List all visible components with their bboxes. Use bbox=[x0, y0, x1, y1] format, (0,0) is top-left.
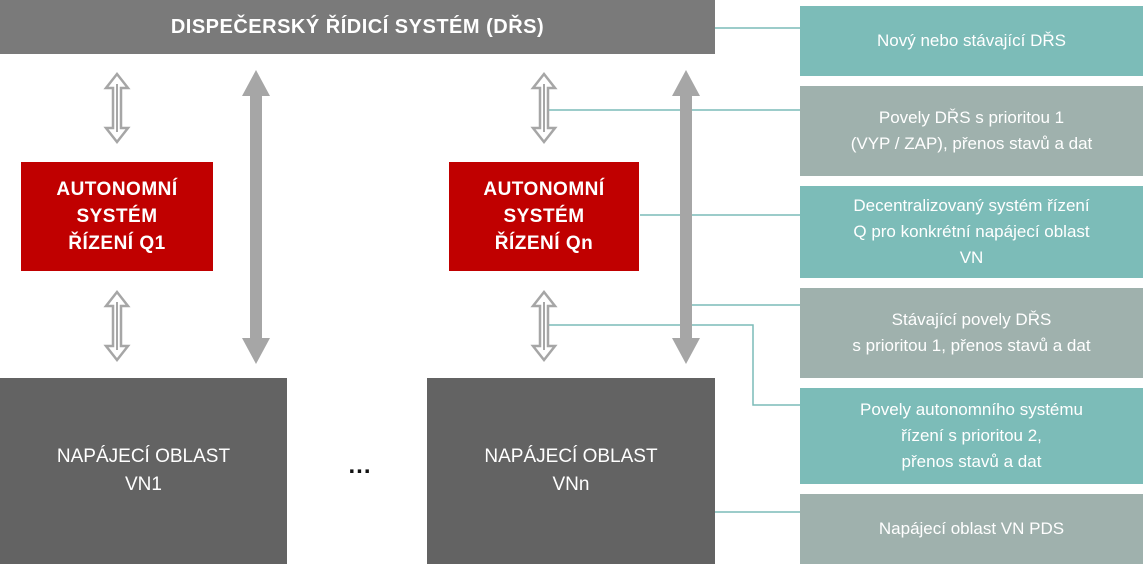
autonomous-system-qn-box: AUTONOMNÍ SYSTÉM ŘÍZENÍ Qn bbox=[449, 162, 639, 271]
legend-item-decentral: Decentralizovaný systém řízení Q pro kon… bbox=[800, 186, 1143, 278]
supply-vnn-line-2: VNn bbox=[552, 474, 590, 495]
legend-priority1-line-2: (VYP / ZAP), přenos stavů a dat bbox=[850, 134, 1093, 153]
legend-decentral-line-2: Q pro konkrétní napájecí oblast bbox=[853, 222, 1090, 241]
autonomous-system-q1-box: AUTONOMNÍ SYSTÉM ŘÍZENÍ Q1 bbox=[21, 162, 213, 271]
legend-item-drs: Nový nebo stávající DŘS bbox=[800, 6, 1143, 76]
legend-priority1-line-1: Povely DŘS s prioritou 1 bbox=[878, 108, 1065, 127]
legend-drs-line-1: Nový nebo stávající DŘS bbox=[877, 31, 1066, 50]
autonomous-q1-line-2: SYSTÉM bbox=[76, 206, 158, 227]
big-arrow-right bbox=[672, 70, 700, 364]
legend-autonomous-line-3: přenos stavů a dat bbox=[901, 452, 1042, 471]
autonomous-qn-line-2: SYSTÉM bbox=[503, 206, 585, 227]
drs-title: DISPEČERSKÝ ŘÍDICÍ SYSTÉM (DŘS) bbox=[170, 15, 545, 38]
autonomous-q1-line-1: AUTONOMNÍ bbox=[56, 179, 178, 200]
autonomous-qn-line-3: ŘÍZENÍ Qn bbox=[494, 233, 594, 254]
legend-existing-line-2: s prioritou 1, přenos stavů a dat bbox=[852, 336, 1091, 355]
supply-vn1-line-2: VN1 bbox=[125, 474, 162, 495]
legend-item-priority1: Povely DŘS s prioritou 1 (VYP / ZAP), př… bbox=[800, 86, 1143, 176]
drs-top-bar: DISPEČERSKÝ ŘÍDICÍ SYSTÉM (DŘS) bbox=[0, 0, 715, 54]
hollow-arrow-bottom-right bbox=[531, 290, 557, 362]
legend-autonomous-line-1: Povely autonomního systému bbox=[859, 400, 1083, 419]
supply-vn1-line-1: NAPÁJECÍ OBLAST bbox=[56, 446, 231, 467]
legend-existing-line-1: Stávající povely DŘS bbox=[891, 310, 1052, 329]
legend-decentral-line-3: VN bbox=[959, 248, 984, 267]
legend-autonomous-line-2: řízení s prioritou 2, bbox=[901, 426, 1042, 445]
legend-decentral-line-1: Decentralizovaný systém řízení bbox=[853, 196, 1090, 215]
supply-area-vn1-box: NAPÁJECÍ OBLAST VN1 bbox=[0, 378, 287, 564]
ellipsis-separator: ... bbox=[348, 452, 372, 479]
legend-item-autonomous: Povely autonomního systému řízení s prio… bbox=[800, 388, 1143, 484]
leader-line-autonomous bbox=[548, 324, 800, 406]
autonomous-qn-line-1: AUTONOMNÍ bbox=[483, 179, 605, 200]
hollow-arrow-top-right bbox=[531, 72, 557, 144]
big-arrow-left bbox=[242, 70, 270, 364]
legend-item-supply: Napájecí oblast VN PDS bbox=[800, 494, 1143, 564]
hollow-arrow-top-left bbox=[104, 72, 130, 144]
autonomous-q1-line-3: ŘÍZENÍ Q1 bbox=[68, 233, 166, 254]
legend-supply-line-1: Napájecí oblast VN PDS bbox=[878, 519, 1065, 538]
hollow-arrow-bottom-left bbox=[104, 290, 130, 362]
legend-item-existing: Stávající povely DŘS s prioritou 1, přen… bbox=[800, 288, 1143, 378]
supply-area-vnn-box: NAPÁJECÍ OBLAST VNn bbox=[427, 378, 715, 564]
supply-vnn-line-1: NAPÁJECÍ OBLAST bbox=[484, 446, 658, 467]
